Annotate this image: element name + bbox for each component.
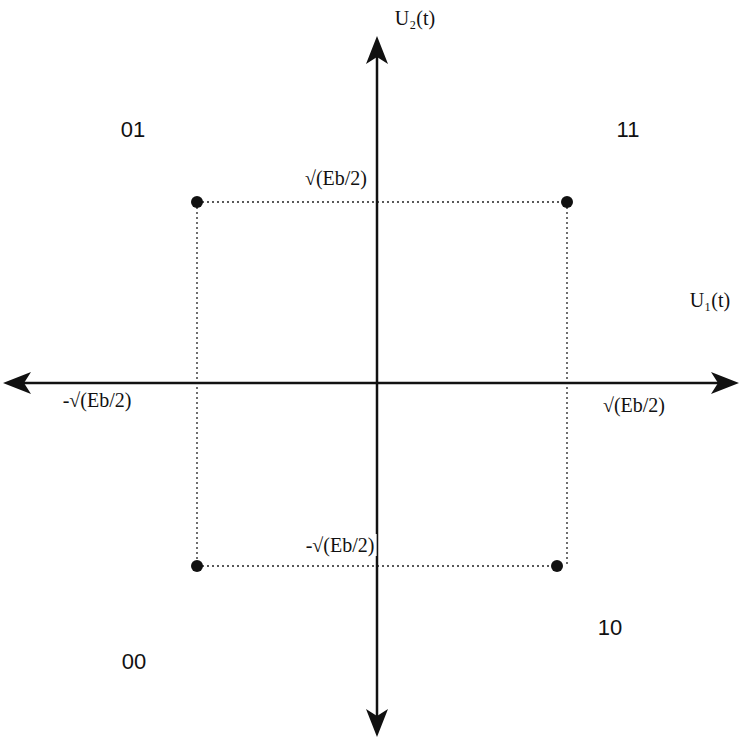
amplitude-label: √(Eb/2) <box>601 394 667 416</box>
axis-label: U₁(t) <box>688 289 732 311</box>
amplitude-label: -√(Eb/2) <box>304 534 377 556</box>
constellation-point <box>191 196 203 208</box>
constellation-point <box>561 196 573 208</box>
axis-label: U₂(t) <box>393 7 437 29</box>
axis-arrowhead <box>3 372 31 394</box>
horizontal-axis <box>9 382 733 385</box>
symbol-bits: 10 <box>596 616 624 640</box>
axis-arrowhead <box>711 372 739 394</box>
vertical-axis <box>376 42 379 731</box>
symbol-bits: 00 <box>120 650 148 674</box>
symbol-bits: 01 <box>119 118 147 142</box>
amplitude-label: -√(Eb/2) <box>61 389 134 411</box>
symbol-bits: 11 <box>615 118 642 142</box>
constellation-point <box>191 560 203 572</box>
constellation-point <box>551 560 563 572</box>
guide-line <box>197 201 567 202</box>
axis-arrowhead <box>366 709 388 737</box>
axis-arrowhead <box>366 36 388 64</box>
amplitude-label: √(Eb/2) <box>303 167 369 189</box>
